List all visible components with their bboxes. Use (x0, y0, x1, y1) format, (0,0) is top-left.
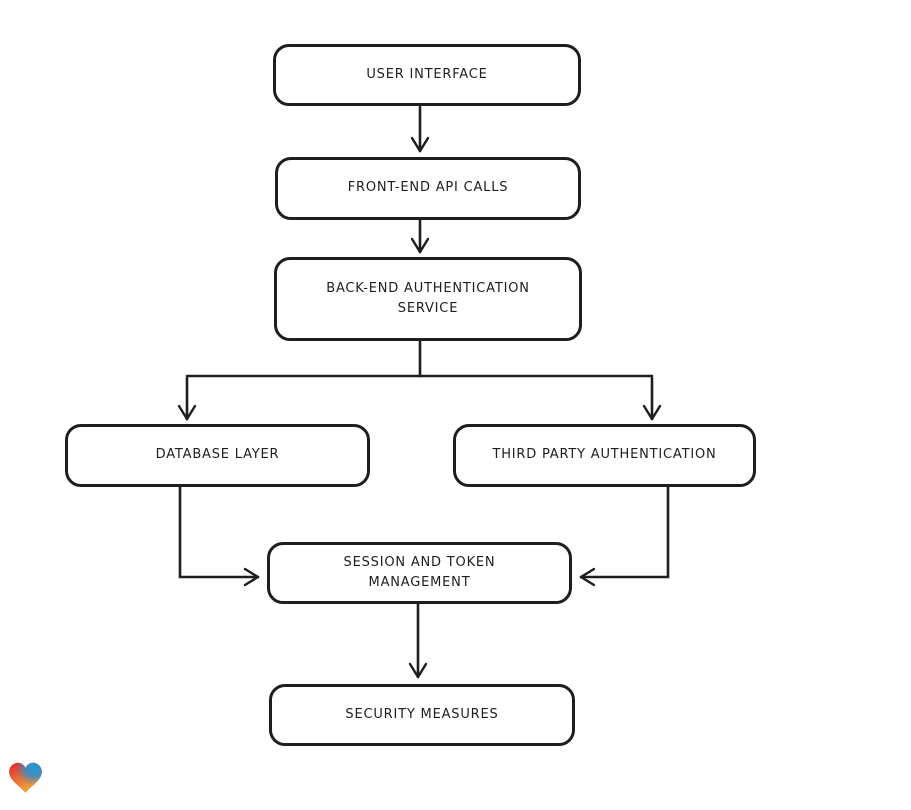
gradient-heart-logo-icon (9, 762, 42, 793)
edge-database-to-session (178, 485, 260, 587)
node-label: DATABASE LAYER (155, 447, 280, 463)
node-label: SESSION AND TOKEN MANAGEMENT (343, 554, 496, 590)
node-label: USER INTERFACE (366, 66, 488, 82)
node-session-and-token-management: SESSION AND TOKEN MANAGEMENT (267, 542, 572, 604)
node-label: FRONT-END API CALLS (347, 180, 509, 196)
node-front-end-api-calls: FRONT-END API CALLS (275, 157, 581, 220)
edge-third-party-to-session (579, 485, 670, 587)
node-third-party-authentication: THIRD PARTY AUTHENTICATION (453, 424, 756, 487)
node-label: BACK-END AUTHENTICATION SERVICE (326, 280, 530, 316)
node-label: SECURITY MEASURES (345, 706, 499, 722)
node-security-measures: SECURITY MEASURES (269, 684, 575, 746)
node-back-end-authentication-service: BACK-END AUTHENTICATION SERVICE (274, 257, 582, 341)
node-label: THIRD PARTY AUTHENTICATION (492, 447, 717, 463)
node-database-layer: DATABASE LAYER (65, 424, 370, 487)
node-user-interface: USER INTERFACE (273, 44, 581, 106)
